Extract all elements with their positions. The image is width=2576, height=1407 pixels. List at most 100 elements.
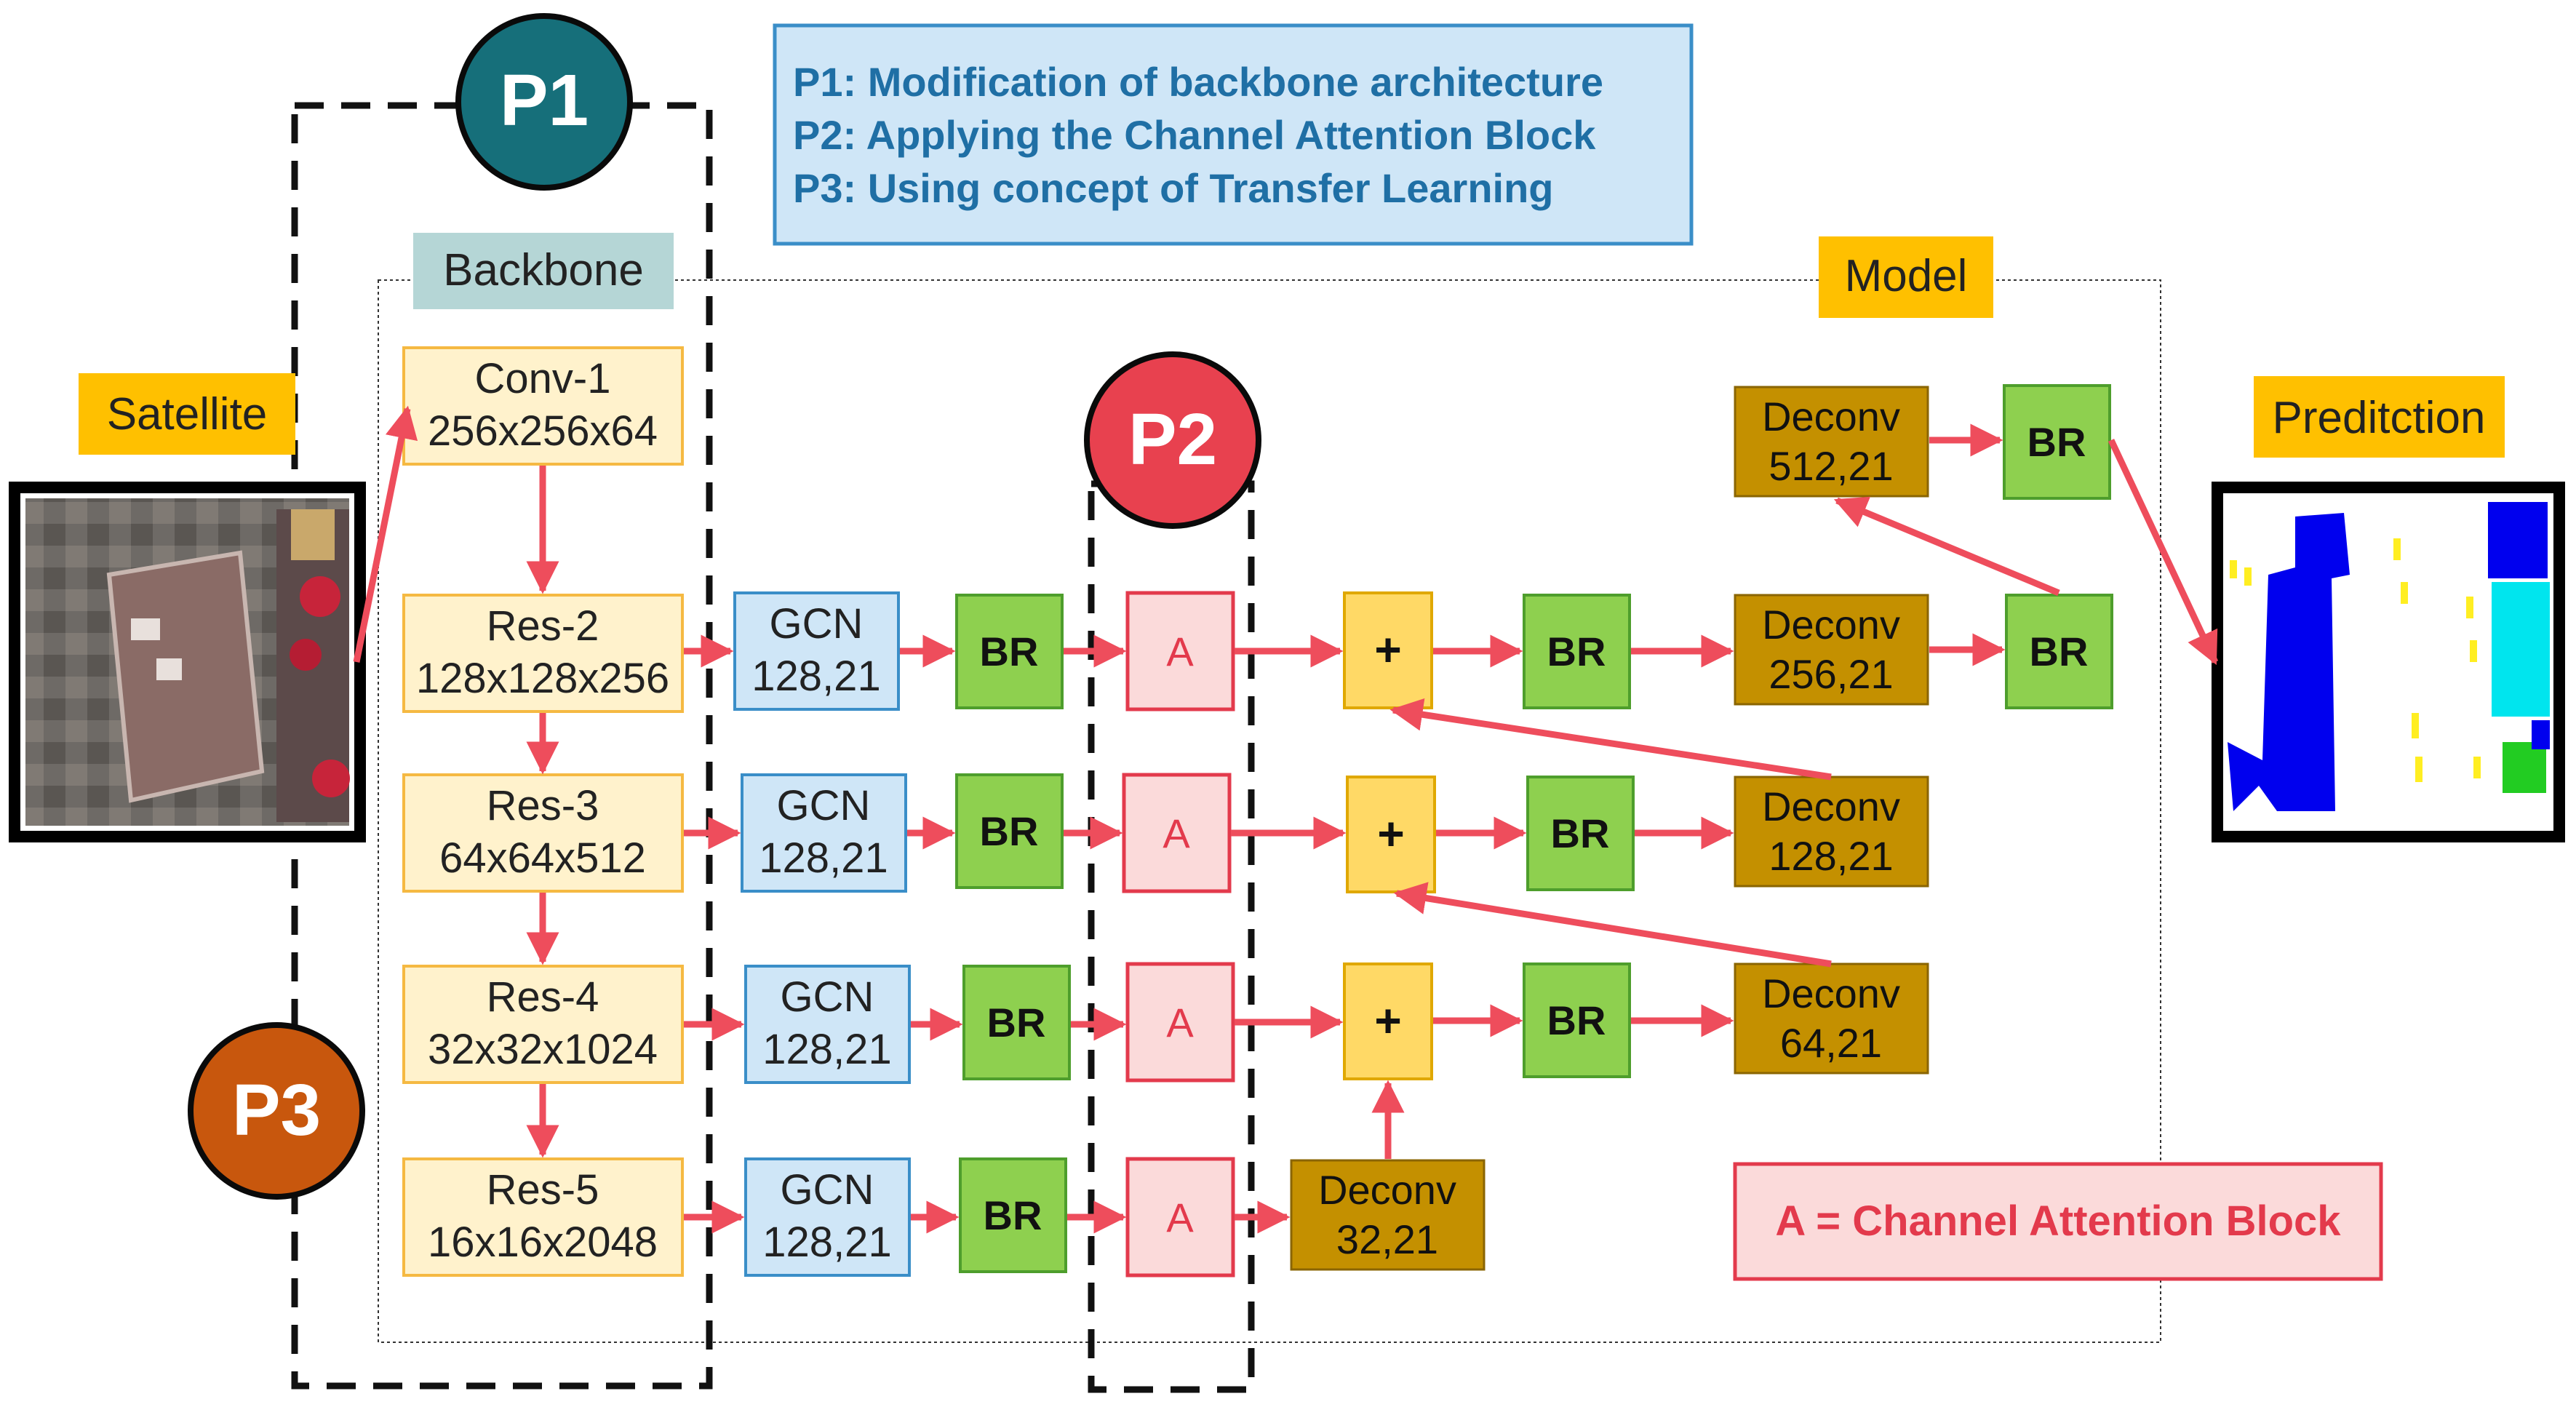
deconv-block-512: Deconv 512,21 [1734,386,1929,498]
svg-text:A: A [1163,810,1190,856]
svg-text:BR: BR [987,1000,1046,1045]
svg-text:+: + [1374,623,1401,676]
svg-text:BR: BR [2030,629,2089,674]
prediction-label: Preditction [2273,393,2486,443]
arrow [2108,439,2219,666]
br-block-row3: BR [962,965,1071,1080]
svg-text:GCN: GCN [777,782,871,829]
attention-legend: A = Channel Attention Block [1733,1162,2383,1281]
svg-text:128,21: 128,21 [751,653,880,700]
arrow [1389,698,1832,781]
deconv-block-256: Deconv 256,21 [1734,594,1929,706]
backbone-label-bg [413,233,674,309]
svg-text:BR: BR [1547,629,1606,674]
p2-badge: P2 [1084,351,1261,529]
svg-text:GCN: GCN [781,1166,874,1213]
gcn-block-row4: GCN 128,21 [744,1157,911,1277]
svg-text:A: A [1166,629,1194,674]
backbone-block-name: Res-3 [487,782,599,829]
gcn-block-row3: GCN 128,21 [744,965,911,1084]
br-block-row1: BR [955,594,1064,709]
attention-block-row1: A [1125,591,1235,712]
svg-text:BR: BR [984,1192,1042,1238]
svg-text:Deconv: Deconv [1762,394,1900,439]
backbone-label: Backbone [443,245,644,295]
svg-text:GCN: GCN [770,600,864,647]
svg-text:BR: BR [980,808,1039,854]
svg-text:128,21: 128,21 [759,834,888,882]
svg-text:A: A [1166,1195,1194,1240]
svg-text:P1: P1 [500,60,589,141]
gcn-block-row2: GCN 128,21 [741,773,907,893]
prediction-label-bg [2254,376,2505,458]
svg-text:128,21: 128,21 [1768,833,1893,879]
svg-text:512,21: 512,21 [1768,443,1893,489]
svg-text:BR: BR [1551,810,1610,856]
legend-p1: P1: Modification of backbone architectur… [793,59,1603,105]
backbone-block-dims: 16x16x2048 [428,1219,658,1266]
br-block-merge3: BR [1523,962,1631,1078]
svg-text:32,21: 32,21 [1336,1216,1438,1262]
br-block-row4: BR [959,1157,1067,1273]
p1-badge: P1 [455,13,633,191]
backbone-block-dims: 128x128x256 [416,655,669,702]
legend-box [773,23,1694,246]
deconv-block-64: Deconv 64,21 [1734,962,1929,1075]
backbone-block-name: Res-5 [487,1166,599,1213]
deconv-block-32: Deconv 32,21 [1290,1159,1486,1271]
br-block-merge1: BR [1523,594,1631,709]
svg-text:BR: BR [1547,997,1606,1043]
attention-block-row4: A [1125,1157,1235,1278]
svg-text:P2: P2 [1128,399,1217,480]
deconv-block-128: Deconv 128,21 [1734,776,1929,888]
backbone-block-name: Conv-1 [475,355,611,402]
br-block-upsample-512: BR [2003,384,2111,500]
br-block-upsample-256: BR [2005,594,2113,709]
svg-text:Deconv: Deconv [1762,970,1900,1016]
svg-text:256,21: 256,21 [1768,651,1893,697]
satellite-label: Satellite [107,389,268,439]
backbone-block-res5: Res-5 16x16x2048 [402,1157,684,1277]
svg-text:A: A [1166,1000,1194,1045]
backbone-block-dims: 256x256x64 [428,407,658,455]
arrow [1393,882,1832,968]
br-block-row2: BR [955,773,1064,889]
satellite-image [9,482,366,842]
svg-text:Deconv: Deconv [1762,602,1900,647]
attention-block-row3: A [1125,962,1235,1083]
p3-badge: P3 [188,1022,365,1200]
backbone-block-conv1: Conv-1 256x256x64 [402,346,684,466]
svg-text:Deconv: Deconv [1762,784,1900,829]
backbone-block-res2: Res-2 128x128x256 [402,594,684,713]
plus-block-row1: + [1343,591,1433,709]
svg-text:128,21: 128,21 [762,1026,891,1073]
br-block-merge2: BR [1526,776,1635,891]
plus-block-row3: + [1343,962,1433,1080]
legend-p3: P3: Using concept of Transfer Learning [793,165,1554,211]
arrows [353,405,2219,1234]
svg-text:A = Channel Attention Block: A = Channel Attention Block [1775,1197,2341,1245]
svg-text:P3: P3 [232,1069,321,1151]
svg-text:BR: BR [2027,419,2086,465]
model-label: Model [1845,251,1968,301]
attention-block-row2: A [1122,773,1232,893]
arrow [1833,496,2060,597]
svg-text:+: + [1377,808,1404,860]
backbone-block-dims: 64x64x512 [439,834,646,882]
plus-block-row2: + [1346,776,1436,893]
satellite-label-bg [79,373,295,455]
backbone-block-name: Res-4 [487,973,599,1021]
backbone-block-res4: Res-4 32x32x1024 [402,965,684,1084]
svg-text:128,21: 128,21 [762,1219,891,1266]
p2-region [1088,480,1255,1393]
legend-p2: P2: Applying the Channel Attention Block [793,112,1596,158]
svg-text:BR: BR [980,629,1039,674]
svg-text:GCN: GCN [781,973,874,1021]
backbone-block-res3: Res-3 64x64x512 [402,773,684,893]
svg-text:+: + [1374,995,1401,1047]
svg-text:64,21: 64,21 [1780,1020,1882,1066]
prediction-image [2212,482,2565,842]
gcn-block-row1: GCN 128,21 [733,591,900,711]
arrow [353,405,418,663]
